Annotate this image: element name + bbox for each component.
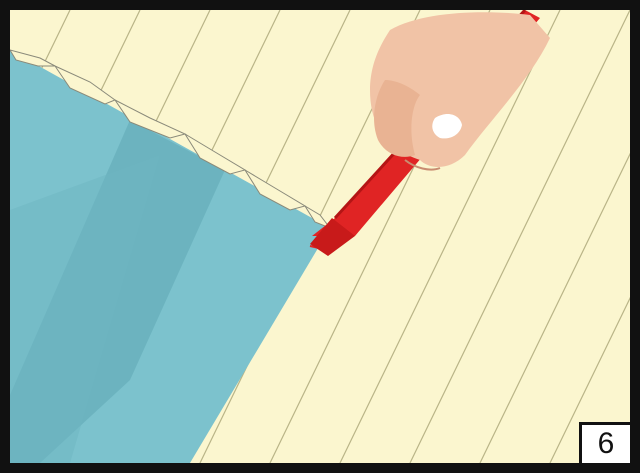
step-number-badge: 6	[579, 422, 630, 463]
sewing-step-illustration	[10, 10, 630, 463]
